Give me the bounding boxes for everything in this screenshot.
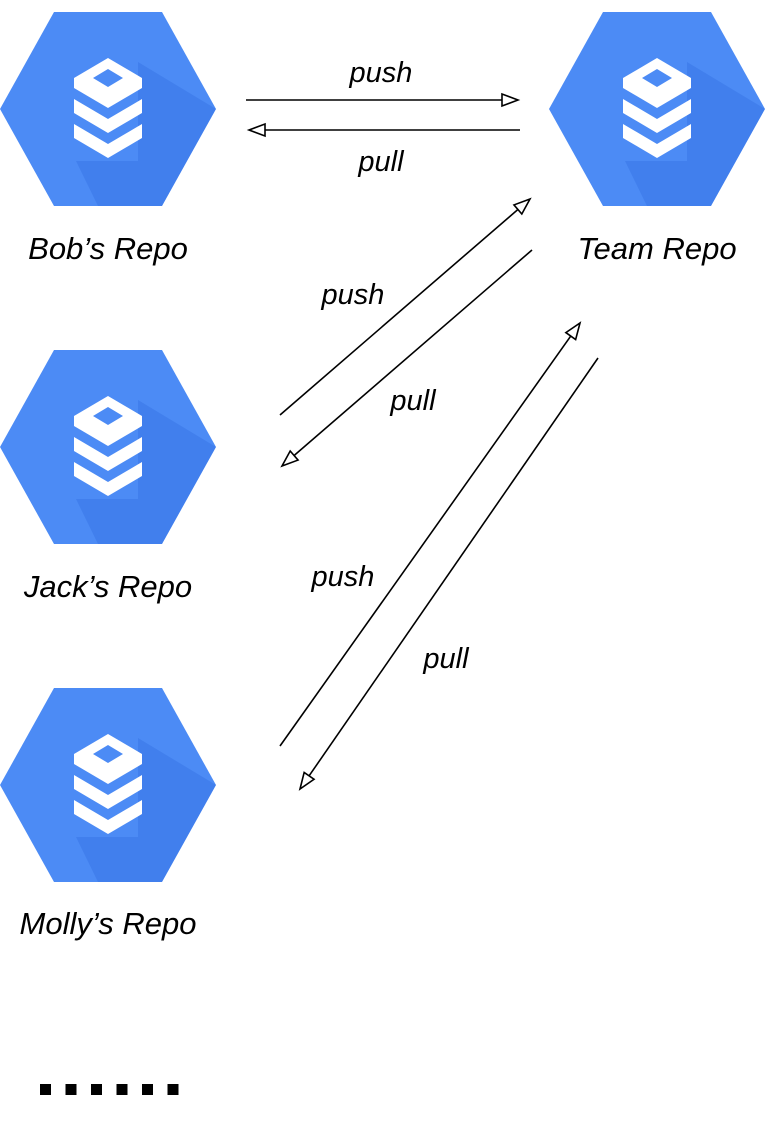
repo-label-bob: Bob’s Repo bbox=[28, 231, 188, 266]
arrow-head bbox=[246, 122, 266, 138]
hexagon-shadow bbox=[76, 400, 216, 544]
arrow-shaft bbox=[308, 357, 599, 777]
edge-label-push-bob: push bbox=[349, 57, 413, 89]
arrow-shaft bbox=[279, 208, 519, 416]
edge-label-push-jack: push bbox=[321, 279, 385, 311]
edge-label-pull-molly: pull bbox=[422, 643, 470, 675]
layer-top-hole bbox=[93, 69, 123, 87]
ellipsis-dot bbox=[65, 1084, 77, 1095]
arrow-head bbox=[280, 449, 300, 468]
layer-middle bbox=[74, 437, 142, 471]
repository-icon bbox=[623, 58, 691, 158]
repo-label-team: Team Repo bbox=[577, 231, 736, 266]
pull-arrow-team-to-bob bbox=[246, 122, 520, 138]
ellipsis-dot bbox=[40, 1084, 51, 1095]
arrow-head bbox=[512, 197, 532, 216]
continuation-ellipsis bbox=[40, 1084, 179, 1095]
repo-label-molly: Molly’s Repo bbox=[20, 906, 197, 941]
ellipsis-dot bbox=[167, 1084, 179, 1095]
edge-label-push-molly: push bbox=[311, 561, 375, 593]
repo-node-molly bbox=[0, 688, 216, 882]
layer-bottom bbox=[74, 124, 142, 158]
arrow-shaft bbox=[279, 335, 572, 747]
layer-bottom bbox=[74, 462, 142, 496]
repo-node-jack bbox=[0, 350, 216, 544]
hexagon-shadow bbox=[625, 62, 765, 206]
arrow-head bbox=[298, 771, 316, 791]
layer-top-hole bbox=[642, 69, 672, 87]
arrow-shaft bbox=[293, 249, 533, 457]
repo-label-jack: Jack’s Repo bbox=[23, 569, 192, 604]
layer-top-hole bbox=[93, 745, 123, 763]
ellipsis-dot bbox=[116, 1084, 128, 1095]
repository-icon bbox=[74, 734, 142, 834]
layer-bottom bbox=[623, 124, 691, 158]
pull-arrow-team-to-molly bbox=[298, 357, 599, 791]
hexagon-shadow bbox=[76, 738, 216, 882]
repository-icon bbox=[74, 396, 142, 496]
ellipsis-dot bbox=[142, 1084, 153, 1095]
layer-bottom bbox=[74, 800, 142, 834]
layer-top-hole bbox=[93, 407, 123, 425]
repository-icon bbox=[74, 58, 142, 158]
hexagon-shadow bbox=[76, 62, 216, 206]
repo-node-team bbox=[549, 12, 765, 206]
layer-middle bbox=[623, 99, 691, 133]
push-arrow-bob-to-team bbox=[246, 92, 521, 108]
push-arrow-jack-to-team bbox=[279, 197, 532, 416]
repo-node-bob bbox=[0, 12, 216, 206]
edge-label-pull-jack: pull bbox=[389, 385, 437, 417]
ellipsis-dot bbox=[91, 1084, 102, 1095]
push-arrow-molly-to-team bbox=[279, 321, 582, 747]
layer-middle bbox=[74, 775, 142, 809]
arrow-head bbox=[564, 321, 582, 341]
pull-arrow-team-to-jack bbox=[280, 249, 533, 468]
edge-label-pull-bob: pull bbox=[357, 146, 405, 178]
layer-middle bbox=[74, 99, 142, 133]
arrow-head bbox=[501, 92, 521, 108]
